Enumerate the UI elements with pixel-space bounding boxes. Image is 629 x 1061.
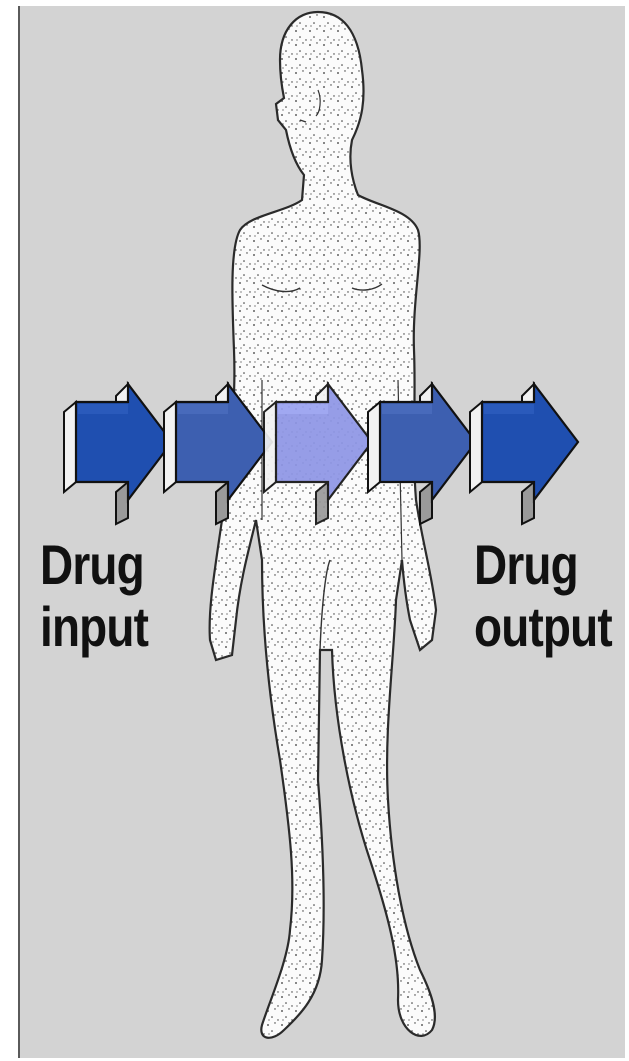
body-stipple <box>210 12 436 1038</box>
drug-input-label-line2: input <box>40 597 148 657</box>
output-arrow-icon <box>470 384 578 524</box>
human-body-figure <box>210 12 436 1038</box>
arrow-sequence <box>64 384 578 524</box>
drug-input-label-line1: Drug <box>40 535 144 595</box>
input-arrow-icon <box>64 384 172 524</box>
drug-output-label-line1: Drug <box>474 535 578 595</box>
drug-output-label-line2: output <box>474 597 612 657</box>
